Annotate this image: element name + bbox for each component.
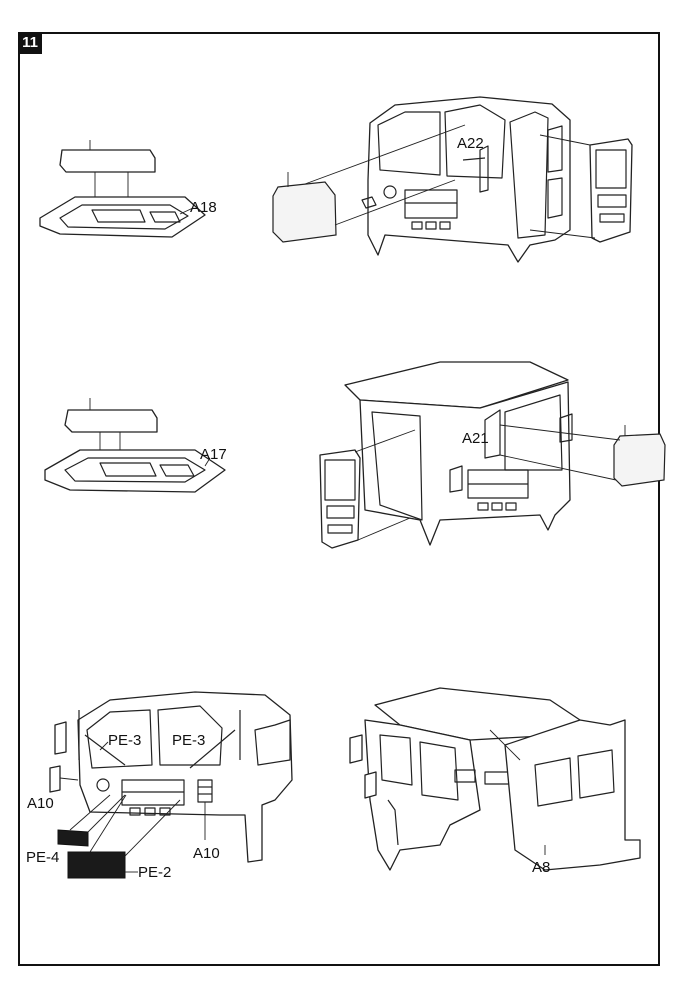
part-label-pe3-right: PE-3 xyxy=(172,732,205,749)
cab-front-a22-assembly: A22 xyxy=(272,96,633,263)
part-label-a8: A8 xyxy=(532,859,550,876)
pe4-mesh-part xyxy=(57,829,89,847)
cab-rear-a21-assembly: A21 xyxy=(319,361,666,549)
part-label-a17: A17 xyxy=(200,446,227,463)
window-glass-part xyxy=(613,433,666,487)
step-number-badge: 11 xyxy=(18,32,42,54)
side-panel-a8-part xyxy=(504,719,641,871)
instruction-page-frame xyxy=(18,32,660,966)
part-label-pe2: PE-2 xyxy=(138,864,171,881)
cab-body-part xyxy=(77,691,293,863)
part-label-pe3-left: PE-3 xyxy=(108,732,141,749)
part-a10-bracket xyxy=(49,765,61,793)
seat-panel-a17-assembly: A17 xyxy=(44,398,227,493)
clear-pane-part xyxy=(59,149,156,173)
pe2-mesh-part xyxy=(67,851,126,879)
part-label-a18: A18 xyxy=(190,199,217,216)
part-label-a10-left: A10 xyxy=(27,795,54,812)
cab-body-part xyxy=(367,96,571,263)
window-glass-part xyxy=(272,181,337,243)
seat-panel-a18-assembly: A18 xyxy=(39,140,217,238)
seat-panel-part xyxy=(44,449,226,493)
cab-rear-a8-assembly: A8 xyxy=(349,687,641,876)
part-label-a22: A22 xyxy=(457,135,484,152)
cab-body-part xyxy=(359,381,571,546)
part-label-pe4: PE-4 xyxy=(26,849,59,866)
cab-front-pe-assembly: PE-3 PE-3 A10 A10 PE-4 PE-2 xyxy=(26,691,293,881)
part-label-a21: A21 xyxy=(462,430,489,447)
seat-panel-part xyxy=(39,196,206,238)
clear-pane-part xyxy=(64,409,158,433)
part-label-a10-right: A10 xyxy=(193,845,220,862)
